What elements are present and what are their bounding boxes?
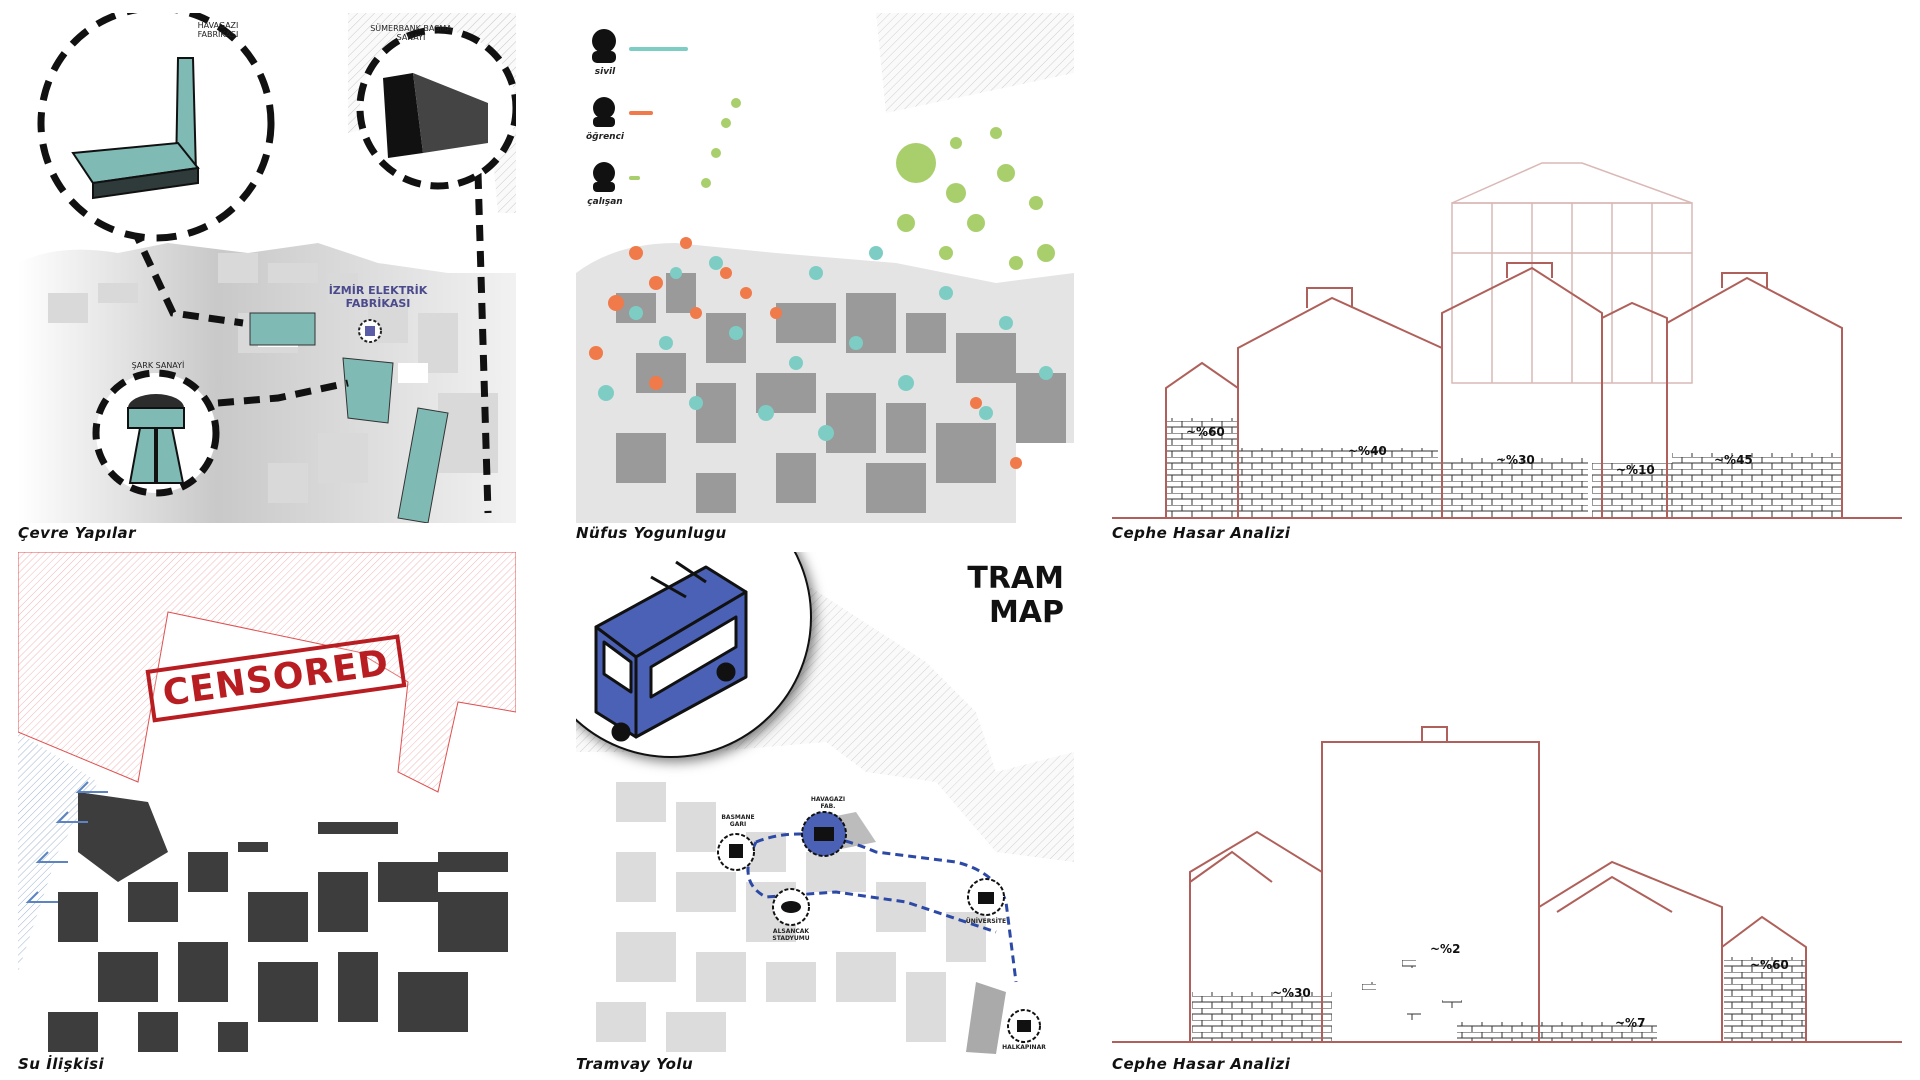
elevation-2	[1112, 726, 1902, 1043]
su-map	[18, 552, 516, 1052]
pct-2-a: ~%30	[1272, 986, 1311, 1000]
caption-su-iliskisi: Su İlişkisi	[18, 1055, 105, 1073]
label-izmir-elektrik: İZMİR ELEKTRİK FABRİKASI	[328, 284, 428, 310]
panel-cephe-hasar-2: ~%30 ~%2 ~%7 ~%60	[1112, 552, 1902, 1052]
nufus-map	[576, 13, 1074, 523]
civilian-markers	[598, 246, 1053, 441]
pct-1-c: ~%30	[1496, 453, 1535, 467]
water-tower-icon	[127, 394, 185, 484]
legend-label-sivil: sivil	[594, 67, 616, 77]
stop-label-alsancak: ALSANCAK STADYUMU	[772, 928, 810, 942]
stop-label-havagazi: HAVAGAZI FAB.	[810, 796, 846, 810]
tram-icon	[594, 560, 748, 742]
brick-damage	[1192, 957, 1806, 1042]
brick-damage	[1166, 418, 1842, 518]
caption-cevre-yapilar: Çevre Yapılar	[18, 524, 136, 542]
label-sumerbank: SÜMERBANK BASMA SANAYİ	[370, 24, 452, 42]
caption-cephe-hasar-1: Cephe Hasar Analizi	[1112, 524, 1291, 542]
stop-label-universite: ÜNİVERSİTE	[965, 918, 1007, 925]
panel-su-iliskisi: CENSORED	[18, 552, 516, 1054]
pct-1-d: ~%10	[1616, 463, 1655, 477]
pct-2-c: ~%7	[1615, 1016, 1646, 1030]
tram-title-line2: MAP	[988, 595, 1064, 630]
city-blocks	[48, 792, 508, 1052]
water-zone	[18, 552, 516, 793]
tram-title-line1: TRAM	[967, 561, 1064, 596]
pct-2-b: ~%2	[1430, 942, 1461, 956]
elevation-1	[1112, 162, 1902, 519]
legend-icons	[592, 29, 616, 192]
elevation-outline	[1112, 726, 1902, 1043]
pct-1-e: ~%45	[1714, 453, 1753, 467]
caption-tramvay-yolu: Tramvay Yolu	[576, 1055, 694, 1073]
havagazi-circle	[37, 13, 275, 242]
izmir-elektrik-building	[249, 312, 316, 346]
cevre-map	[18, 13, 516, 523]
tram-map	[576, 552, 1074, 1054]
tram-map-title: TRAM MAP	[967, 562, 1064, 630]
label-havagazi: HAVAGAZI FABRİKASI	[197, 21, 239, 39]
pct-2-d: ~%60	[1750, 958, 1789, 972]
background-building	[1451, 162, 1693, 384]
pct-1-b: ~%40	[1348, 444, 1387, 458]
tram-stops	[717, 811, 1041, 1043]
city-blocks	[616, 273, 1066, 513]
panel-tramvay-yolu: TRAM MAP HAVAGAZI FAB. BASMANE GARI ALSA…	[576, 552, 1074, 1054]
worker-markers	[701, 98, 1055, 270]
student-markers	[589, 237, 1022, 469]
stop-label-basmane: BASMANE GARI	[721, 814, 755, 828]
legend-label-ogrenci: öğrenci	[586, 132, 624, 142]
caption-nufus-yogunlugu: Nüfus Yogunlugu	[576, 524, 727, 542]
havagazi-factory-icon	[71, 57, 200, 200]
panel-cevre-yapilar: HAVAGAZI FABRİKASI SÜMERBANK BASMA SANAY…	[18, 13, 516, 523]
panel-cephe-hasar-1: ~%60 ~%40 ~%30 ~%10 ~%45	[1112, 13, 1902, 523]
elevation-outline	[1112, 262, 1902, 519]
stop-label-halkapinar: HALKAPINAR	[1002, 1044, 1046, 1051]
sumerbank-factory-icon	[383, 73, 488, 158]
connector-lines	[129, 172, 492, 514]
legend-label-calisan: çalışan	[587, 197, 623, 207]
panel-nufus-yogunlugu: sivil öğrenci çalışan	[576, 13, 1074, 523]
caption-cephe-hasar-2: Cephe Hasar Analizi	[1112, 1055, 1291, 1073]
pct-1-a: ~%60	[1186, 425, 1225, 439]
flow-arrows	[25, 781, 108, 903]
label-sark-sanayi: ŞARK SANAYİ	[131, 361, 185, 370]
